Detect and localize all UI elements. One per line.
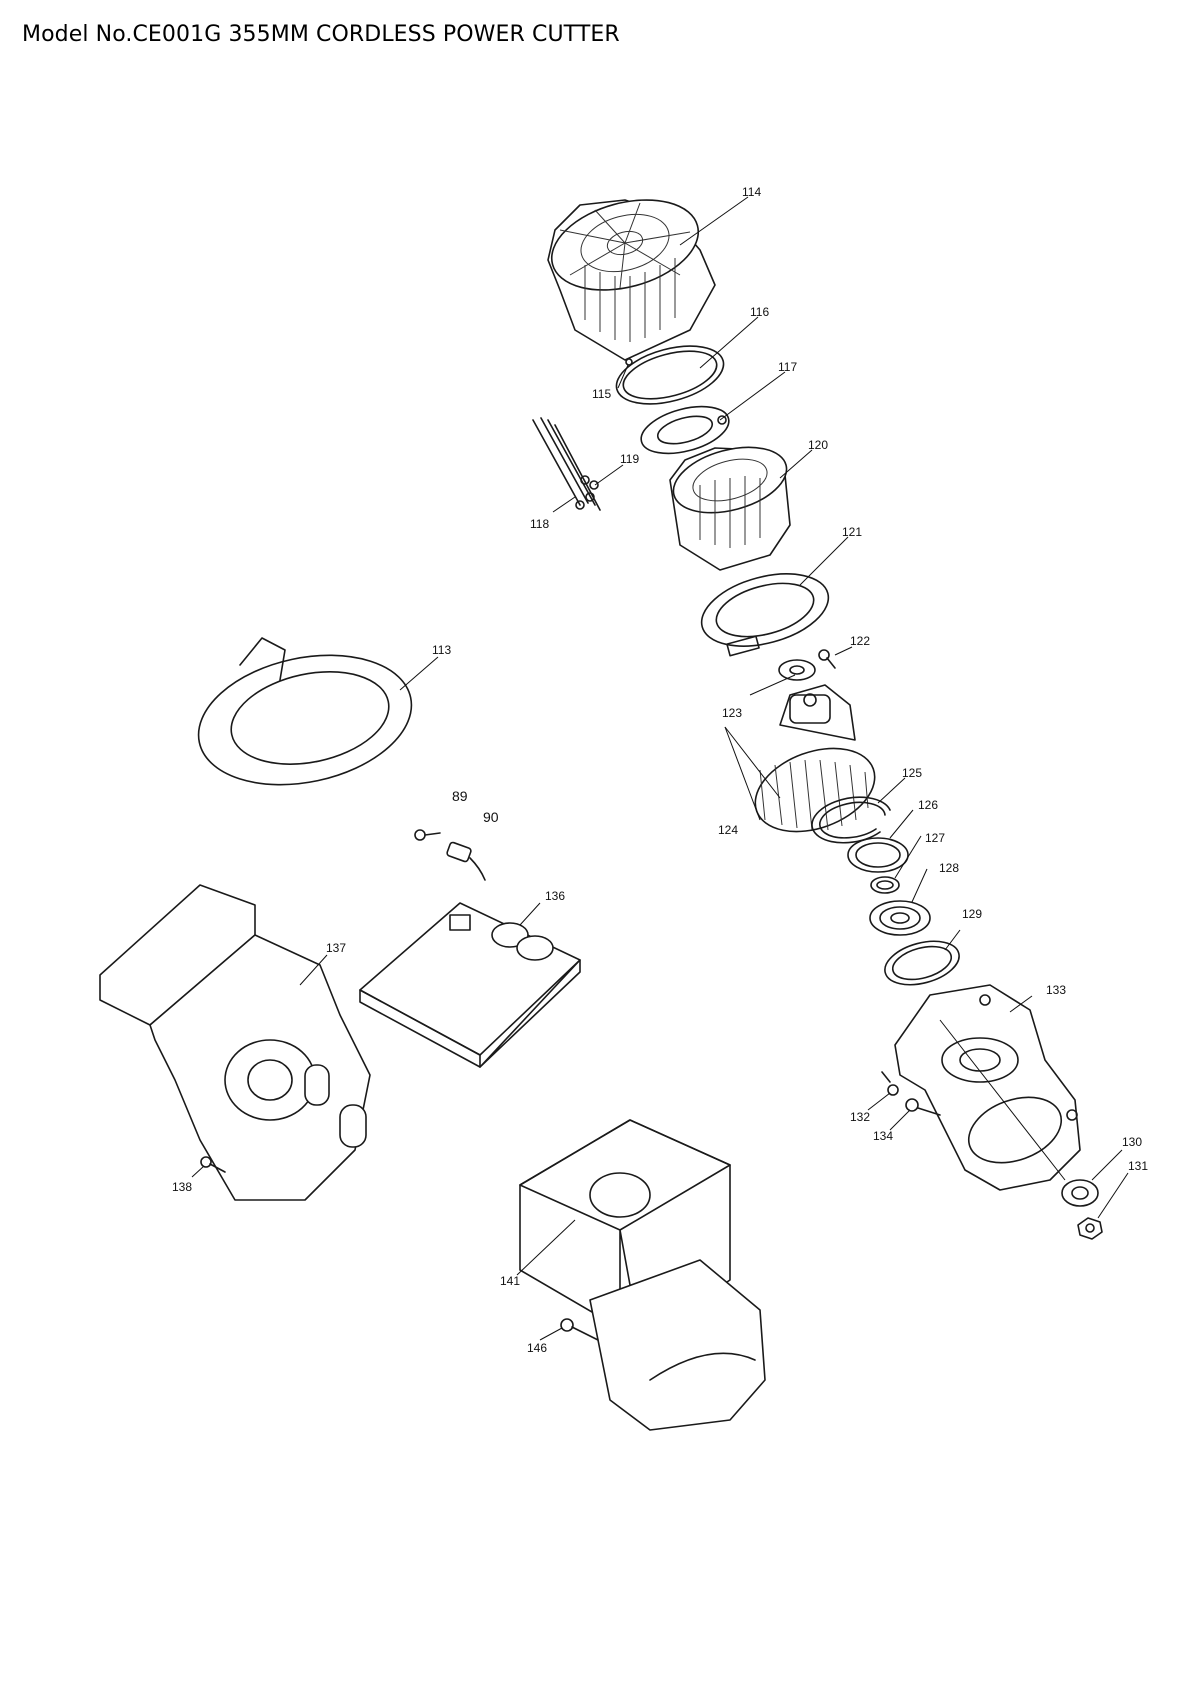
callout-90: 90 xyxy=(483,809,499,825)
part-113-seal-ring xyxy=(197,637,413,786)
callout-134: 134 xyxy=(873,1129,893,1143)
callout-126: 126 xyxy=(918,798,938,812)
callout-131: 131 xyxy=(1128,1159,1148,1173)
callout-141: 141 xyxy=(500,1274,520,1288)
callout-127: 127 xyxy=(925,831,945,845)
part-136-controller xyxy=(359,902,581,1068)
part-130-spindle-nut xyxy=(1061,1179,1099,1207)
part-127-washer xyxy=(870,876,900,894)
part-133-gear-housing xyxy=(894,984,1081,1191)
part-117-insulator xyxy=(640,405,730,455)
callout-125: 125 xyxy=(902,766,922,780)
part-123-washer xyxy=(778,659,816,681)
part-137-housing xyxy=(99,884,371,1201)
callout-121: 121 xyxy=(842,525,862,539)
part-125-retaining-ring xyxy=(811,796,891,844)
part-122-screw xyxy=(818,649,836,669)
part-126-washer xyxy=(847,837,909,873)
callout-115: 115 xyxy=(592,387,611,401)
part-141-battery-mount xyxy=(519,1119,766,1431)
callout-133: 133 xyxy=(1046,983,1066,997)
callout-137: 137 xyxy=(326,941,346,955)
part-118-lead-wires xyxy=(532,417,601,511)
callout-136: 136 xyxy=(545,889,565,903)
callout-118: 118 xyxy=(530,517,549,531)
part-132-screw xyxy=(881,1071,899,1096)
callout-138: 138 xyxy=(172,1180,192,1194)
part-138-screw xyxy=(200,1156,226,1173)
callout-122: 122 xyxy=(850,634,870,648)
callout-124: 124 xyxy=(718,823,738,837)
part-146-screw xyxy=(560,1318,599,1341)
part-89-screw xyxy=(414,829,441,841)
callout-146: 146 xyxy=(527,1341,547,1355)
callout-129: 129 xyxy=(962,907,982,921)
part-131-hex-nut xyxy=(1077,1217,1103,1240)
callout-120: 120 xyxy=(808,438,828,452)
part-120-stator xyxy=(669,446,791,571)
callout-117: 117 xyxy=(778,360,797,374)
callout-89: 89 xyxy=(452,788,468,804)
callout-132: 132 xyxy=(850,1110,870,1124)
part-90-connector xyxy=(446,841,486,881)
part-134-bolt xyxy=(905,1098,941,1116)
part-128-ball-bearing xyxy=(869,900,931,936)
leader-lines xyxy=(191,196,1129,1341)
callout-128: 128 xyxy=(939,861,959,875)
callout-130: 130 xyxy=(1122,1135,1142,1149)
callout-119: 119 xyxy=(620,452,639,466)
part-115-screw xyxy=(625,358,633,366)
part-124-rotor xyxy=(754,684,876,833)
callout-116: 116 xyxy=(750,305,769,319)
part-114-fan-housing xyxy=(547,199,716,361)
callouts: 114 116 115 117 119 120 118 121 113 122 … xyxy=(172,185,1148,1355)
callout-113: 113 xyxy=(432,643,451,657)
part-116-ring-bracket xyxy=(615,345,725,405)
page-title: Model No.CE001G 355MM CORDLESS POWER CUT… xyxy=(22,22,620,47)
part-121-baffle-plate xyxy=(700,573,830,657)
callout-123: 123 xyxy=(722,706,742,720)
part-129-ring xyxy=(884,940,960,986)
callout-114: 114 xyxy=(742,185,761,199)
